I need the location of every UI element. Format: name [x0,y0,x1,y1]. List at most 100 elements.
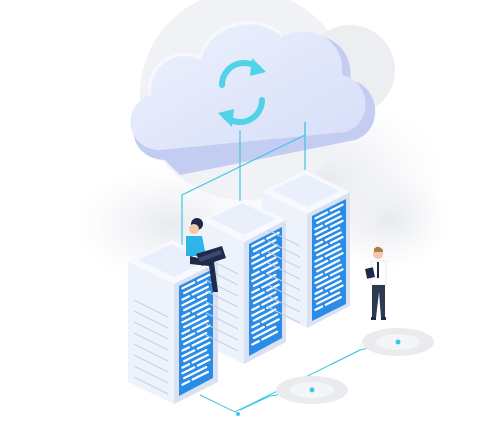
panel-stripe [314,305,324,312]
side-vent-line [267,262,301,280]
side-vent-line [267,306,301,324]
panel-stripe [252,291,277,305]
panel-stripe [316,291,341,305]
panel-stripe [314,240,324,247]
sync-arrows-icon [218,58,266,127]
man-with-tablet [365,246,387,320]
panel-stripe [191,302,209,313]
panel-stripe [329,252,344,261]
panel-stripe [324,247,342,258]
panel-stripe [314,256,324,263]
panel-stripe [261,296,279,306]
panel-stripe [316,275,341,289]
panel-stripe [251,256,265,265]
panel-stripe [261,261,279,272]
panel-stripe [314,224,324,231]
side-vent-line [133,376,169,395]
panel-stripe [329,268,344,277]
side-vent-line [267,229,301,247]
panel-stripe [181,346,191,352]
panel-stripe [181,281,196,290]
panel-stripe [324,296,342,306]
side-vent-line [267,284,301,302]
side-vent-line [133,310,169,329]
panel-stripe [251,270,260,277]
panel-stripe [196,358,211,367]
panel-stripe [181,298,196,307]
panel-stripe [196,341,211,350]
panel-stripe [324,279,342,290]
panel-stripe [183,348,208,363]
panel-stripe [329,284,344,293]
side-vent-line [205,279,239,297]
side-vent-line [205,301,239,319]
panel-stripe [181,315,196,324]
panel-stripe [196,324,211,333]
panel-stripe [329,203,344,212]
side-vent-line [267,295,301,313]
side-vent-line [205,323,239,341]
panel-stripe [316,243,341,257]
panel-stripe [314,289,324,295]
panel-stripe [251,305,260,311]
side-vent-line [133,365,169,384]
panel-stripe [252,273,277,287]
panel-stripe [181,332,196,341]
panel-stripe [251,308,265,317]
panel-stripe [183,297,208,312]
panel-stripe [183,365,208,380]
panel-stripe [181,329,191,335]
panel-stripe [251,322,260,329]
side-vent-line [267,240,301,258]
panel-stripe [266,318,280,327]
panel-stripe [181,295,191,301]
floor-rings [236,328,434,416]
panel-stripe [252,239,277,253]
panel-stripe [314,227,329,236]
panel-stripe [261,313,279,324]
side-vent-line [205,312,239,330]
panel-stripe [316,210,341,224]
panel-stripe [181,363,191,369]
panel-stripe [314,273,324,279]
panel-stripe [251,239,265,248]
panel-stripe [316,259,341,273]
panel-stripe [251,253,260,259]
panel-stripe [324,263,342,274]
panel-stripe [252,256,277,270]
panel-stripe [329,219,344,228]
side-vent-line [133,321,169,340]
side-vent-line [267,251,301,269]
panel-stripe [324,215,342,226]
panel-stripe [251,273,265,283]
panel-stripe [196,273,211,282]
panel-stripe [196,290,211,299]
side-vent-line [133,343,169,362]
panel-stripe [183,280,208,295]
panel-stripe [191,285,209,296]
panel-stripe [266,231,280,240]
server-panel-stripes [181,203,344,386]
panel-stripe [191,353,209,364]
side-vent-line [205,334,239,352]
panel-stripe [314,211,329,220]
side-vent-line [205,290,239,308]
panel-stripe [251,288,260,294]
side-vent-line [133,354,169,373]
panel-stripe [252,308,277,322]
panel-stripe [266,248,280,258]
panel-stripe [251,291,265,300]
woman-with-laptop [186,218,226,292]
panel-stripe [183,331,208,346]
side-vent-line [267,273,301,291]
panel-stripe [314,275,329,285]
panel-stripe [181,380,191,386]
panel-stripe [266,266,280,275]
panel-stripe [261,330,279,341]
panel-stripe [261,244,279,254]
panel-stripe [183,314,208,329]
panel-stripe [181,366,196,375]
panel-stripe [181,349,196,358]
panel-stripe [324,231,342,242]
panel-stripe [181,312,191,318]
